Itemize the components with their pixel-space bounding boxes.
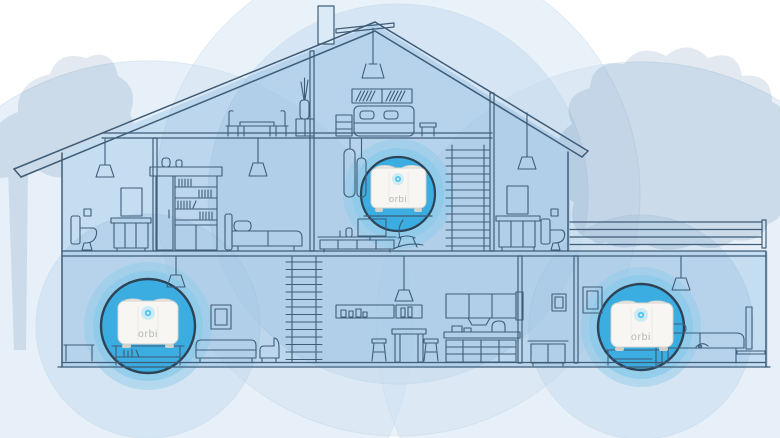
mirror-1 <box>120 187 143 217</box>
kitchen-counter <box>443 320 521 363</box>
device-foot <box>615 347 624 351</box>
vanity-1 <box>110 187 152 252</box>
walls-and-floors <box>57 132 771 368</box>
chimney <box>317 5 335 45</box>
kitchen-wall-shelf <box>335 304 423 319</box>
tv-console <box>317 227 397 253</box>
toilet-1 <box>70 215 98 251</box>
orbi-device-right: orbi <box>610 300 674 351</box>
house-line-art <box>13 5 771 368</box>
attic-stool <box>419 122 437 137</box>
sofa <box>195 339 257 363</box>
device-foot <box>122 344 131 348</box>
device-foot <box>414 208 422 212</box>
attic-pendant-lamp <box>361 27 385 79</box>
device-foot <box>165 344 174 348</box>
living-pendant-lamp <box>166 255 186 288</box>
media-room <box>317 137 424 253</box>
pergola-slats <box>569 219 767 249</box>
hallway-frame <box>551 293 567 312</box>
stool-left <box>371 338 387 362</box>
ladder-second-floor <box>445 144 491 251</box>
terrace-table <box>239 121 275 127</box>
orbi-label-left: orbi <box>138 328 158 340</box>
picture-frame-bedroom <box>582 286 603 314</box>
terrace-chair-right <box>273 110 289 137</box>
range-hood <box>467 317 491 326</box>
bathroom1-pendant-lamp <box>95 138 115 178</box>
hanging-bottles <box>343 137 367 198</box>
bathroom-2 <box>495 112 566 252</box>
orbi-label-right: orbi <box>631 331 651 343</box>
vanity-2 <box>495 215 541 252</box>
toilet-paper-holder <box>83 208 92 217</box>
hallway <box>527 293 569 367</box>
attic-bookshelf <box>351 88 413 104</box>
attic-bed <box>353 105 415 137</box>
living-room <box>63 255 280 366</box>
stool-right <box>423 338 439 362</box>
bedroom-pendant-lamp <box>671 255 691 291</box>
roof <box>13 21 589 178</box>
bed-2 <box>224 213 303 251</box>
picture-frame-living <box>210 304 232 330</box>
device-foot <box>375 208 383 212</box>
ridge-beam <box>335 22 395 34</box>
toilet-paper-holder-2 <box>550 208 559 217</box>
attic-nightstand <box>335 114 353 137</box>
bathroom-1 <box>70 138 152 252</box>
rocking-chair <box>392 219 424 250</box>
device-foot <box>659 347 668 351</box>
bedroom2-pendant-lamp <box>248 137 268 177</box>
tv-second-floor <box>357 218 387 241</box>
wardrobe-bookcase <box>149 157 223 251</box>
upper-cabinets <box>445 291 524 326</box>
orbi-nightstand <box>603 349 661 366</box>
mirror-2 <box>506 185 529 215</box>
kitchen-pendant-lamp <box>394 255 414 302</box>
orbi-label-center: orbi <box>389 194 407 205</box>
sideboard <box>527 340 569 367</box>
toilet-2 <box>540 218 566 251</box>
kitchen <box>335 255 524 363</box>
ladder-first-floor <box>285 255 323 363</box>
orbi-device-center: orbi <box>370 165 427 212</box>
game-controller <box>695 343 709 349</box>
bathroom2-pendant-lamp <box>517 112 537 170</box>
interior-walls <box>152 50 579 364</box>
attic-room <box>225 27 437 137</box>
living-bench <box>63 344 95 362</box>
bedroom-2 <box>149 137 303 251</box>
bedroom-first-floor <box>582 255 766 366</box>
tv-bedroom <box>736 306 766 355</box>
kitchen-island <box>391 328 427 363</box>
attic-vase-cabinet <box>295 77 315 137</box>
terrace-chair-left <box>225 110 241 137</box>
orbi-device-left: orbi <box>117 298 179 348</box>
armchair <box>259 337 280 363</box>
orbi-shelf-unit <box>111 345 185 366</box>
